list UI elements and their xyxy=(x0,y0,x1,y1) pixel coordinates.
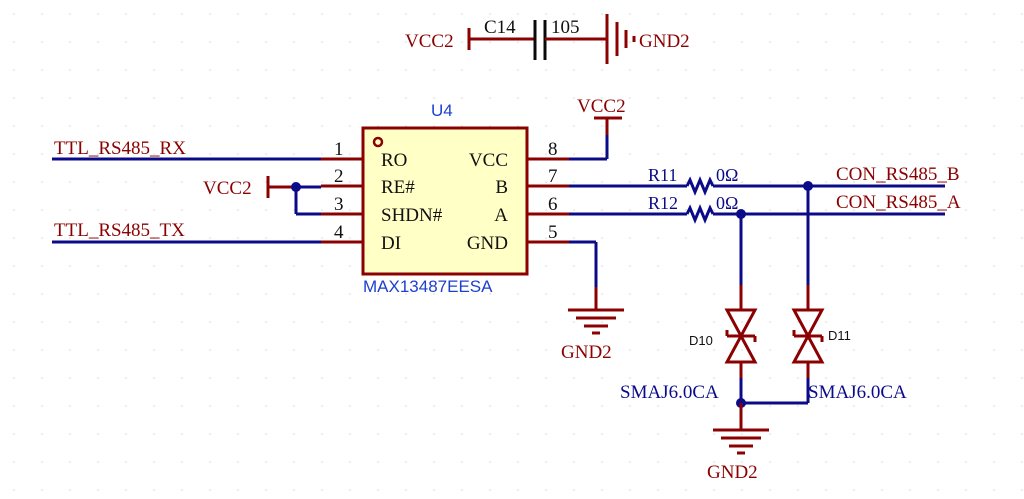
pin-num-3: 3 xyxy=(334,194,344,215)
pin-num-6: 6 xyxy=(548,194,558,215)
pin-name-re: RE# xyxy=(381,177,415,198)
pin1-marker-icon xyxy=(372,136,384,148)
capacitor-c14: VCC2 C14 105 GND2 xyxy=(405,14,690,64)
pin-num-4: 4 xyxy=(334,222,344,243)
diode-d10-icon xyxy=(724,308,758,340)
r11-value-label: 0Ω xyxy=(716,165,738,185)
ic-power-nets: VCC2 GND2 xyxy=(561,96,626,363)
pin-name-di: DI xyxy=(381,233,401,254)
d10-part-label: SMAJ6.0CA xyxy=(620,382,719,403)
ic-body xyxy=(361,126,529,276)
pin-name-ro: RO xyxy=(381,150,407,171)
cap-ref-label: C14 xyxy=(484,17,516,38)
bus-lines: R11 0Ω R12 0Ω CON_RS485_B CON_RS485_A xyxy=(569,164,961,224)
net-label-gnd-ic: GND2 xyxy=(561,342,612,363)
pin-num-5: 5 xyxy=(548,222,558,243)
r11-ref-label: R11 xyxy=(648,165,677,185)
pin-num-1: 1 xyxy=(334,139,344,160)
pin-name-b: B xyxy=(495,177,508,198)
net-label-vcc-top: VCC2 xyxy=(577,96,626,117)
ic-part-label: MAX13487EESA xyxy=(363,277,493,296)
net-label-tx: TTL_RS485_TX xyxy=(54,220,185,241)
resistor-r12-icon xyxy=(685,204,715,224)
pin-name-vcc: VCC xyxy=(469,150,508,171)
r12-ref-label: R12 xyxy=(648,193,678,213)
junction-dot xyxy=(291,182,301,192)
net-label-con-b: CON_RS485_B xyxy=(836,164,960,185)
cap-left-net-label: VCC2 xyxy=(405,31,454,52)
cap-right-net-label: GND2 xyxy=(639,31,690,52)
pin-num-2: 2 xyxy=(334,166,344,187)
ic-ref-label: U4 xyxy=(431,101,453,120)
d10-ref-label: D10 xyxy=(689,333,713,348)
left-nets: TTL_RS485_RX TTL_RS485_TX VCC2 xyxy=(52,138,321,244)
pin-num-8: 8 xyxy=(548,139,558,160)
net-label-con-a: CON_RS485_A xyxy=(836,192,961,213)
pin-name-shdn: SHDN# xyxy=(381,205,443,226)
resistor-r11-icon xyxy=(685,176,715,196)
cap-value-label: 105 xyxy=(551,17,580,38)
grid xyxy=(13,13,1023,491)
tvs-diodes: D10 SMAJ6.0CA D11 SMAJ6.0CA GND2 xyxy=(620,186,907,483)
pin-name-gnd: GND xyxy=(467,233,508,254)
net-label-gnd-tvs: GND2 xyxy=(707,462,758,483)
net-label-rx: TTL_RS485_RX xyxy=(54,138,186,159)
d11-ref-label: D11 xyxy=(828,328,851,343)
diode-d11-icon xyxy=(791,308,825,340)
net-label-vcc-left: VCC2 xyxy=(203,178,252,199)
pin-num-7: 7 xyxy=(548,166,558,187)
pin-name-a: A xyxy=(494,205,508,226)
d11-part-label: SMAJ6.0CA xyxy=(808,382,907,403)
ic-u4: U4 MAX13487EESA 1 2 3 4 RO RE# SHDN# DI … xyxy=(321,101,569,296)
r12-value-label: 0Ω xyxy=(716,193,738,213)
